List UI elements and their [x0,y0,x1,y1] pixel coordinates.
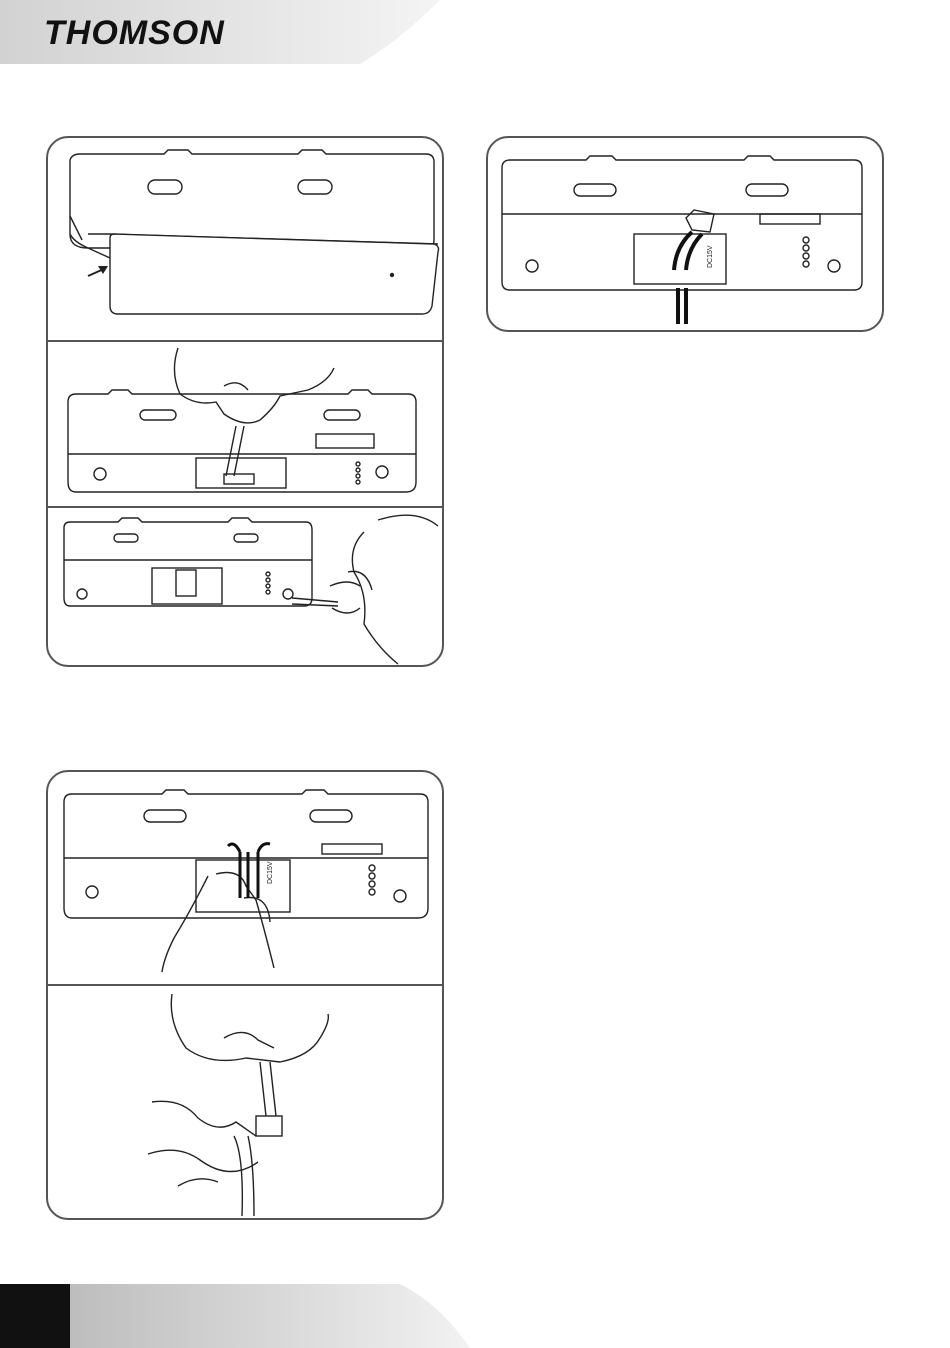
illustration-connected-terminals: DC15V [488,138,882,330]
illustration-screwdriver-press [48,342,442,506]
figure-connected: DC15V [486,136,884,332]
brand-logo: THOMSON [44,14,225,53]
footer-band [70,1284,470,1348]
power-label: DC15V [267,861,274,884]
footer-block [0,1284,70,1348]
illustration-connector-screwing [48,986,442,1220]
illustration-cover-removal [48,138,442,338]
figure-steps-1-3 [46,136,444,667]
illustration-wire-insertion: DC15V [48,772,442,982]
illustration-screw-removal [48,508,442,667]
power-label: DC15V [707,245,714,268]
figure-steps-4-5: DC15V [46,770,444,1220]
